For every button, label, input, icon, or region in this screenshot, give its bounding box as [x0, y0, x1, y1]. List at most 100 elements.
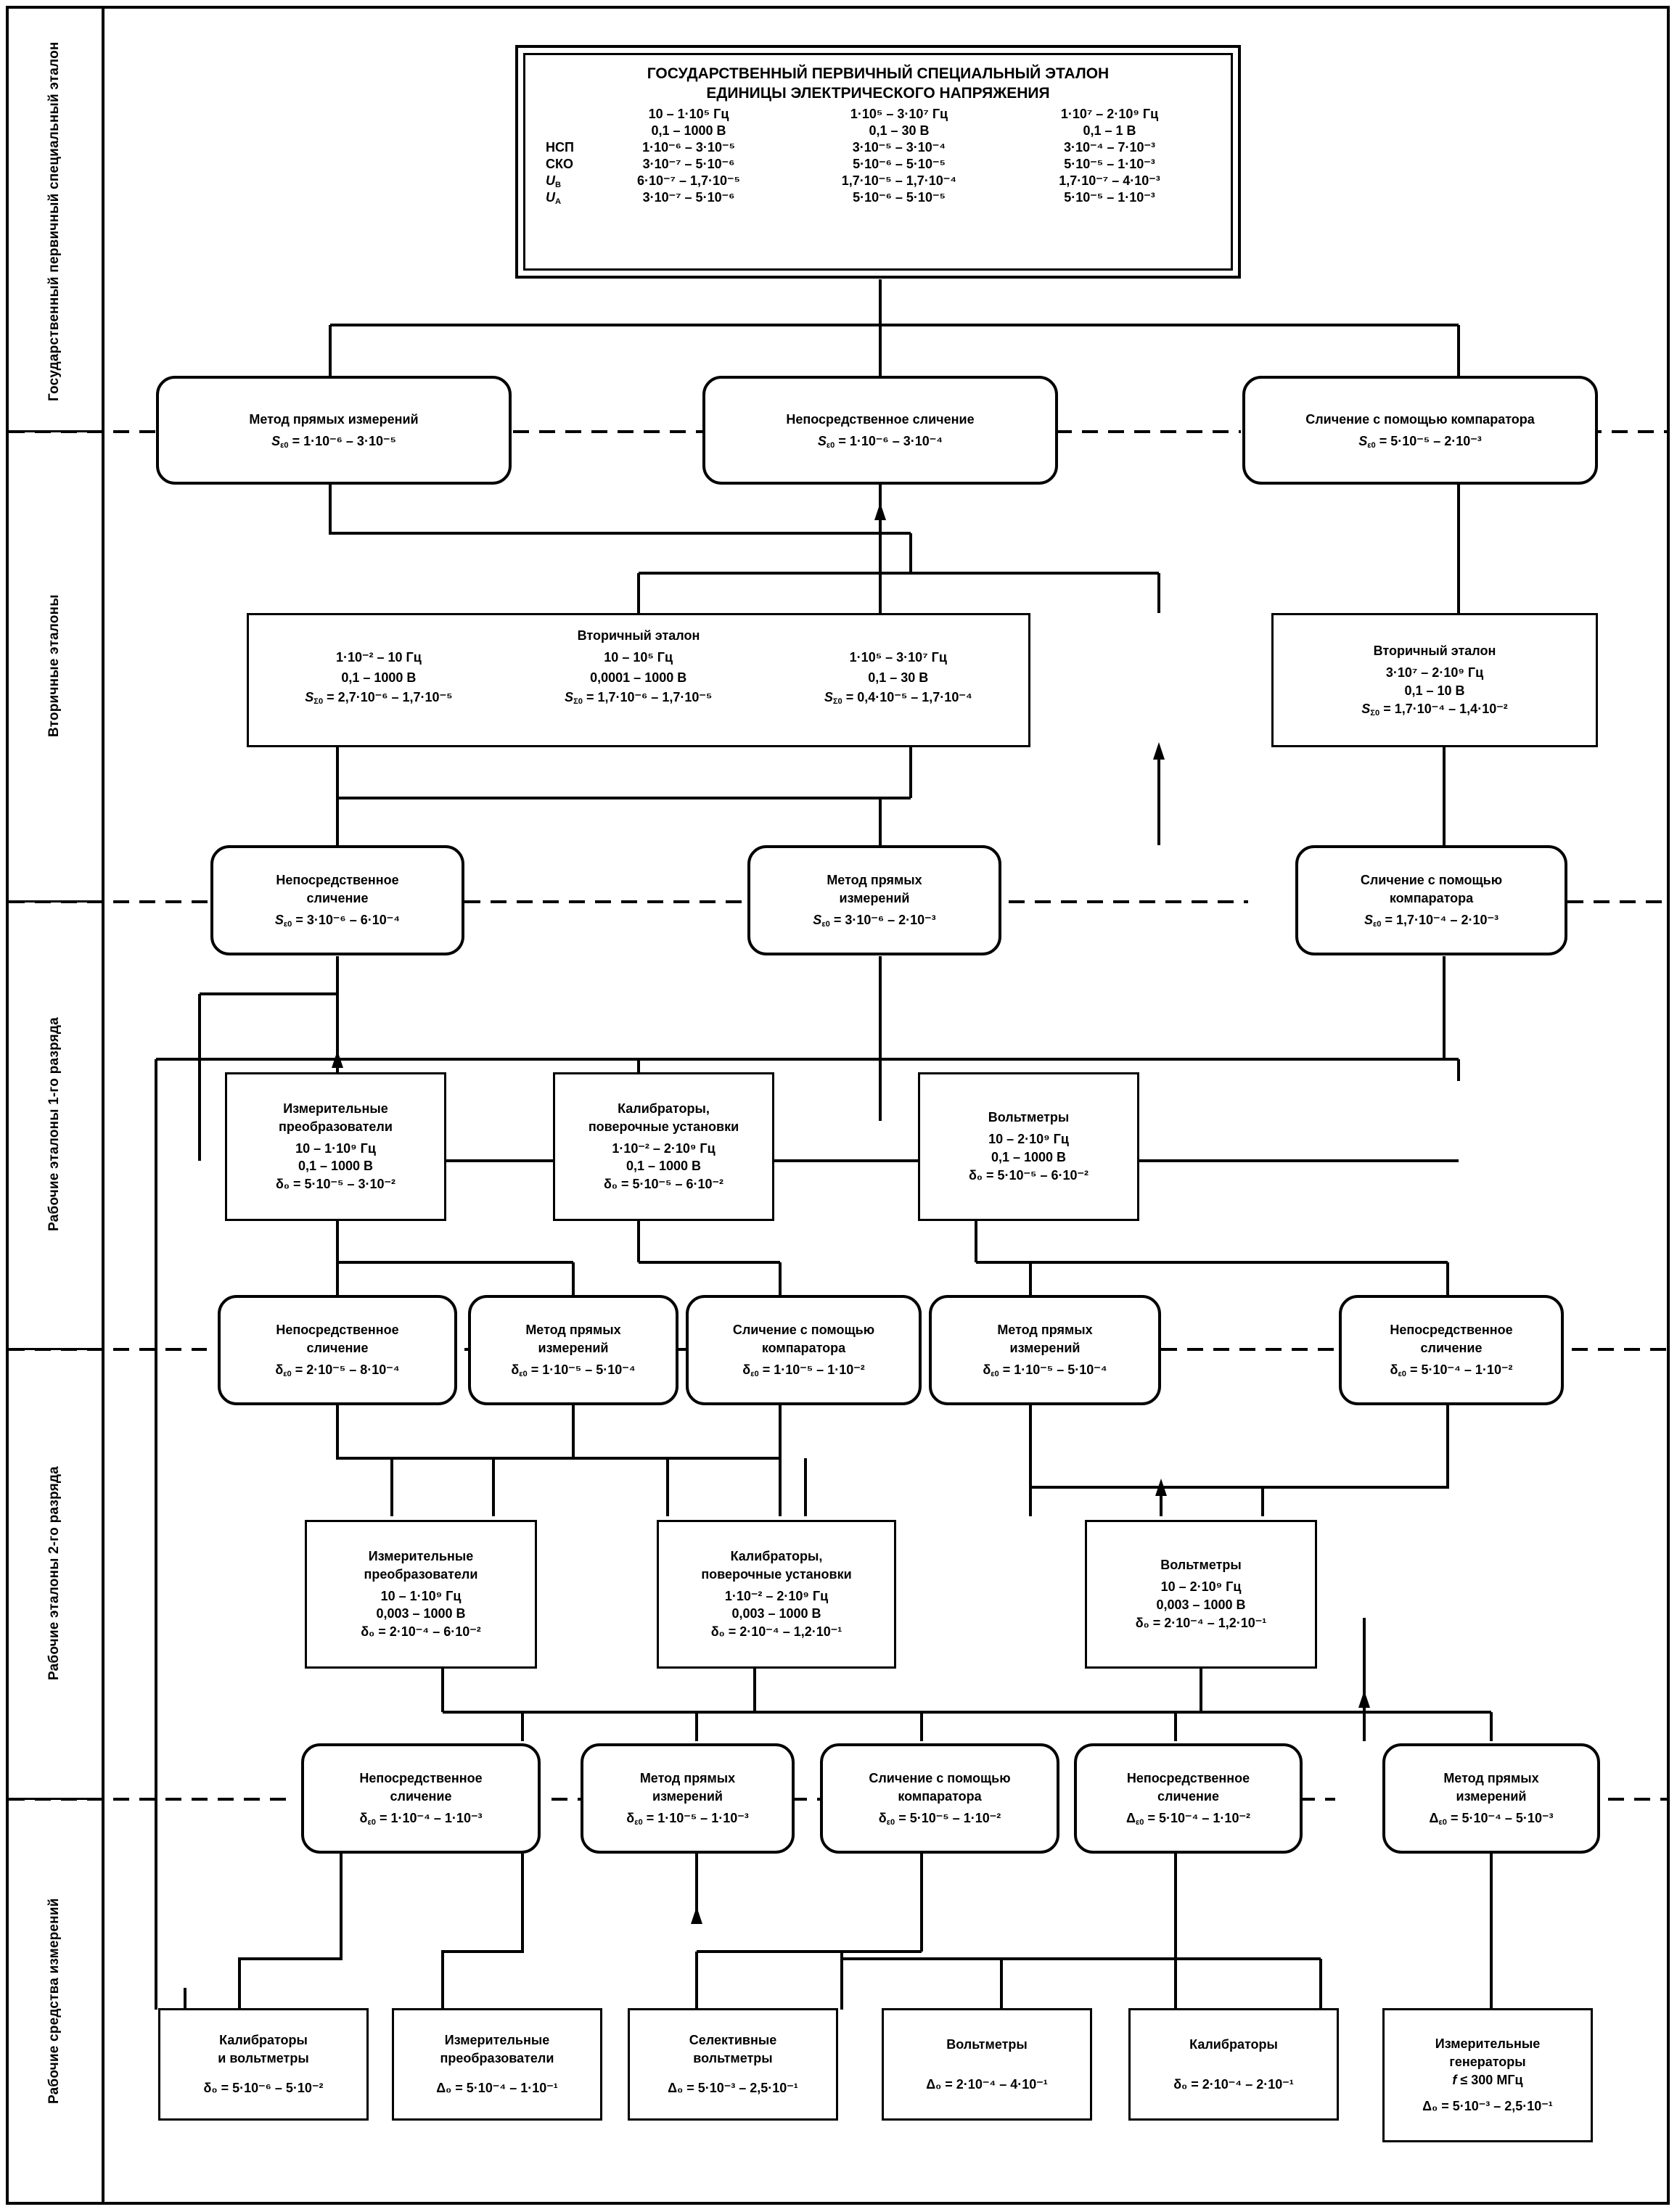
volt: 0,003 – 1000 В	[1156, 1598, 1246, 1612]
method-box-comparator-1: Сличение с помощью компаратора Sε0 = 5·1…	[1242, 376, 1598, 485]
row-label-sko: СКО	[546, 156, 573, 171]
method-value: Δε0 = 5·10⁻⁴ – 5·10⁻³	[1429, 1810, 1554, 1827]
method-box-direct-measurement-4: Метод прямых измерений δε0 = 1·10⁻⁵ – 1·…	[581, 1743, 795, 1854]
method-box-direct-comparison-3b: Непосредственное сличение δε0 = 5·10⁻⁴ –…	[1339, 1295, 1564, 1405]
method-title-line2: измерений	[538, 1341, 609, 1356]
freq: 10 – 1·10⁹ Гц	[380, 1588, 462, 1603]
delta-value: Δ₀ = 5·10⁻⁴ – 1·10⁻¹	[436, 2080, 558, 2095]
secondary-standard-title: Вторичный эталон	[577, 628, 700, 643]
method-title-line2: измерений	[652, 1789, 723, 1804]
method-value: Δε0 = 5·10⁻⁴ – 1·10⁻²	[1126, 1810, 1250, 1827]
delta-value: δ₀ = 5·10⁻⁵ – 3·10⁻²	[275, 1177, 396, 1192]
row-label-ub: UВ	[546, 173, 562, 189]
box-title-line2: вольтметры	[693, 2051, 773, 2066]
secondary-standard-box-right: Вторичный эталон 3·10⁷ – 2·10⁹ Гц 0,1 – …	[1271, 613, 1598, 747]
volt: 0,003 – 1000 В	[731, 1606, 821, 1621]
s-value: SΣ0 = 2,7·10⁻⁶ – 1,7·10⁻⁵	[305, 690, 453, 707]
cell-ub-3: 1,7·10⁻⁷ – 4·10⁻³	[1059, 173, 1160, 188]
box-title-line1: Вольтметры	[946, 2036, 1028, 2052]
method-value: δε0 = 1·10⁻⁵ – 1·10⁻²	[742, 1362, 865, 1379]
method-value: Sε0 = 1·10⁻⁶ – 3·10⁻⁵	[271, 433, 396, 450]
method-box-direct-measurement-3: Метод прямых измерений δε0 = 1·10⁻⁵ – 5·…	[468, 1295, 678, 1405]
freq: 1·10⁻² – 10 Гц	[335, 649, 422, 665]
primary-standard-table: 10 – 1·10⁵ Гц 1·10⁵ – 3·10⁷ Гц 1·10⁷ – 2…	[541, 106, 1215, 206]
working-instrument-box-calibrators-voltmeters: Калибраторы и вольтметры δ₀ = 5·10⁻⁶ – 5…	[158, 2008, 369, 2121]
cell-ua-3: 5·10⁻⁵ – 1·10⁻³	[1064, 189, 1155, 205]
sidebar-label-text: Государственный первичный специальный эт…	[46, 41, 62, 401]
cell-freq-3: 1·10⁷ – 2·10⁹ Гц	[1060, 106, 1159, 121]
method-title: Непосредственное сличение	[786, 411, 975, 427]
box-title-line1: Измерительные	[1435, 2036, 1541, 2051]
method-title-line1: Непосредственное	[1390, 1323, 1513, 1338]
method-value: δε0 = 5·10⁻⁴ – 1·10⁻²	[1390, 1362, 1513, 1379]
method-title-line1: Метод прямых	[827, 873, 922, 888]
method-value: Sε0 = 3·10⁻⁶ – 2·10⁻³	[813, 912, 936, 929]
working-instrument-box-transducers: Измерительные преобразователи Δ₀ = 5·10⁻…	[392, 2008, 602, 2121]
method-value: δε0 = 1·10⁻⁴ – 1·10⁻³	[359, 1810, 483, 1827]
method-title-line1: Метод прямых	[1443, 1771, 1539, 1786]
method-value: Sε0 = 5·10⁻⁵ – 2·10⁻³	[1358, 433, 1482, 450]
rank2-box-transducers: Измерительные преобразователи 10 – 1·10⁹…	[305, 1520, 537, 1669]
row-label-nsp: НСП	[546, 139, 574, 155]
method-box-direct-measurement-2: Метод прямых измерений Sε0 = 3·10⁻⁶ – 2·…	[747, 845, 1001, 955]
box-title-line1: Измерительные	[444, 2033, 550, 2048]
box-title-line2: преобразователи	[364, 1566, 478, 1582]
sidebar-rule-2	[6, 900, 103, 903]
volt: 0,1 – 1000 В	[341, 670, 417, 685]
cell-freq-2: 1·10⁵ – 3·10⁷ Гц	[850, 106, 948, 121]
method-value: Sε0 = 1,7·10⁻⁴ – 2·10⁻³	[1364, 912, 1498, 929]
method-box-direct-comparison-2: Непосредственное сличение Sε0 = 3·10⁻⁶ –…	[210, 845, 464, 955]
method-title-line1: Сличение с помощью	[732, 1323, 875, 1338]
box-title-line1: Селективные	[689, 2033, 777, 2048]
method-title-line2: сличение	[306, 891, 369, 906]
s-value: SΣ0 = 1,7·10⁻⁶ – 1,7·10⁻⁵	[565, 690, 713, 707]
rank1-box-transducers: Измерительные преобразователи 10 – 1·10⁹…	[225, 1072, 446, 1221]
method-title-line2: сличение	[306, 1341, 369, 1356]
cell-nsp-2: 3·10⁻⁵ – 3·10⁻⁴	[852, 139, 946, 155]
delta-value: Δ₀ = 5·10⁻³ – 2,5·10⁻¹	[1422, 2099, 1553, 2114]
method-title-line2: измерений	[1009, 1341, 1081, 1356]
freq: 1·10⁻² – 2·10⁹ Гц	[724, 1588, 829, 1603]
cell-volt-2: 0,1 – 30 В	[869, 123, 930, 138]
method-title-line2: компаратора	[761, 1341, 846, 1356]
page-border	[6, 6, 1670, 2205]
method-box-direct-comparison-4b: Непосредственное сличение Δε0 = 5·10⁻⁴ –…	[1074, 1743, 1303, 1854]
freq: 10 – 2·10⁹ Гц	[1160, 1579, 1242, 1595]
freq: 10 – 2·10⁹ Гц	[988, 1132, 1069, 1147]
delta-value: δ₀ = 2·10⁻⁴ – 1,2·10⁻¹	[1135, 1615, 1267, 1630]
delta-value: Δ₀ = 2·10⁻⁴ – 4·10⁻¹	[926, 2076, 1048, 2092]
method-title-line1: Непосредственное	[276, 873, 399, 888]
box-title-line3: f ≤ 300 МГц	[1452, 2072, 1523, 2087]
working-instrument-box-generators: Измерительные генераторы f ≤ 300 МГц Δ₀ …	[1382, 2008, 1593, 2142]
sidebar-label-text: Рабочие эталоны 2-го разряда	[46, 1466, 62, 1681]
secondary-standard-column-2: 10 – 10⁵ Гц 0,0001 – 1000 В SΣ0 = 1,7·10…	[565, 649, 712, 707]
method-box-comparator-4: Сличение с помощью компаратора δε0 = 5·1…	[820, 1743, 1059, 1854]
box-title-line1: Измерительные	[283, 1101, 388, 1116]
method-value: δε0 = 1·10⁻⁵ – 5·10⁻⁴	[983, 1362, 1107, 1379]
freq: 1·10⁻² – 2·10⁹ Гц	[612, 1140, 716, 1156]
volt: 0,003 – 1000 В	[376, 1606, 466, 1621]
method-box-direct-comparison-4: Непосредственное сличение δε0 = 1·10⁻⁴ –…	[301, 1743, 541, 1854]
row-label-ua: UА	[546, 189, 562, 206]
working-instrument-box-calibrators: Калибраторы δ₀ = 2·10⁻⁴ – 2·10⁻¹	[1128, 2008, 1339, 2121]
primary-standard-title-line2: ЕДИНИЦЫ ЭЛЕКТРИЧЕСКОГО НАПРЯЖЕНИЯ	[706, 85, 1050, 102]
box-title-line1: Вольтметры	[1160, 1558, 1242, 1573]
method-title-line2: компаратора	[898, 1789, 982, 1804]
box-title-line2: поверочные установки	[588, 1119, 739, 1134]
method-value: δε0 = 1·10⁻⁵ – 5·10⁻⁴	[511, 1362, 636, 1379]
method-title-line2: компаратора	[1389, 891, 1474, 906]
cell-freq-1: 10 – 1·10⁵ Гц	[648, 106, 729, 121]
method-title-line2: измерений	[1456, 1789, 1527, 1804]
method-title-line1: Непосредственное	[1126, 1771, 1250, 1786]
volt: 0,1 – 1000 В	[298, 1159, 374, 1174]
delta-value: δ₀ = 5·10⁻⁵ – 6·10⁻²	[603, 1177, 724, 1192]
method-box-direct-measurement-4b: Метод прямых измерений Δε0 = 5·10⁻⁴ – 5·…	[1382, 1743, 1600, 1854]
sidebar-rule-3	[6, 1348, 103, 1350]
delta-value: δ₀ = 5·10⁻⁵ – 6·10⁻²	[968, 1167, 1089, 1183]
delta-value: δ₀ = 2·10⁻⁴ – 2·10⁻¹	[1173, 2076, 1294, 2092]
method-box-comparator-2: Сличение с помощью компаратора Sε0 = 1,7…	[1295, 845, 1567, 955]
method-value: δε0 = 1·10⁻⁵ – 1·10⁻³	[626, 1810, 749, 1827]
method-box-direct-measurement-1: Метод прямых измерений Sε0 = 1·10⁻⁶ – 3·…	[156, 376, 512, 485]
cell-sko-3: 5·10⁻⁵ – 1·10⁻³	[1064, 156, 1155, 171]
